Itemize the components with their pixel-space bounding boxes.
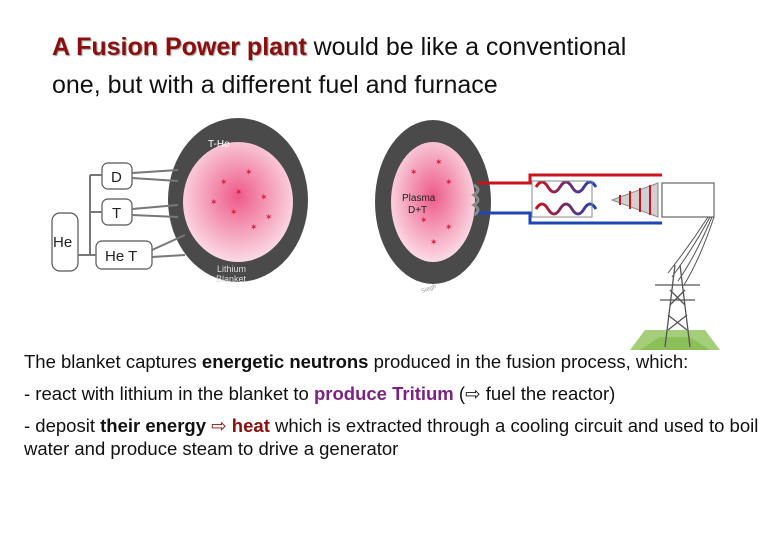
svg-text:✶: ✶ — [445, 223, 453, 233]
svg-text:✶: ✶ — [210, 198, 218, 208]
svg-text:✶: ✶ — [410, 168, 418, 178]
svg-text:✶: ✶ — [230, 208, 238, 218]
label-blanket: Blanket — [216, 274, 247, 284]
svg-text:He T: He T — [105, 248, 137, 265]
svg-text:He: He — [53, 234, 72, 251]
explanation-text: The blanket captures energetic neutrons … — [24, 350, 764, 469]
svg-text:T: T — [112, 205, 121, 222]
pylon — [630, 264, 720, 350]
fuel-box-t: T — [101, 198, 133, 226]
label-t-he: T-He — [208, 139, 230, 150]
right-arrow-icon: ⇨ — [465, 383, 481, 404]
fusion-plant-diagram: T-He Lithium Blanket Plasma D+T ✶✶✶ ✶✶✶ … — [50, 105, 735, 350]
svg-text:✶: ✶ — [435, 158, 443, 168]
svg-text:✶: ✶ — [220, 178, 228, 188]
neutron-markers: ✶✶✶ ✶✶✶ ✶✶ ✶✶✶ ✶✶✶ — [210, 158, 453, 248]
title-line2: one, but with a different fuel and furna… — [52, 71, 498, 99]
right-blanket: Plasma D+T — [375, 120, 491, 284]
svg-text:✶: ✶ — [430, 238, 438, 248]
paragraph-blanket: The blanket captures energetic neutrons … — [24, 351, 689, 372]
cooling-circuit — [471, 173, 715, 225]
right-arrow-icon: ⇨ — [211, 415, 227, 436]
fuel-lines — [78, 169, 186, 258]
svg-text:✶: ✶ — [235, 188, 243, 198]
title-highlight: A Fusion Power plant — [52, 33, 307, 61]
svg-text:✶: ✶ — [265, 213, 273, 223]
slide-title: A Fusion Power plant would be like a con… — [52, 28, 762, 104]
left-blanket: T-He Lithium Blanket — [168, 118, 308, 284]
label-plasma: Plasma — [402, 193, 436, 204]
exhaust-box-he: He — [51, 212, 79, 272]
svg-text:✶: ✶ — [260, 193, 268, 203]
fuel-box-d: D — [101, 162, 133, 190]
svg-text:D: D — [111, 169, 122, 186]
title-rest: would be like a conventional — [306, 33, 627, 61]
label-plasma-dt: D+T — [408, 205, 427, 216]
diagram-svg: T-He Lithium Blanket Plasma D+T ✶✶✶ ✶✶✶ … — [51, 118, 720, 350]
svg-text:✶: ✶ — [250, 223, 258, 233]
label-lithium: Lithium — [217, 264, 246, 274]
fuel-box-he-t: He T — [95, 240, 153, 270]
power-lines — [667, 216, 715, 286]
paragraph-heat: - deposit their energy ⇨ heat which is e… — [24, 415, 759, 459]
svg-text:✶: ✶ — [245, 168, 253, 178]
svg-text:✶: ✶ — [445, 178, 453, 188]
paragraph-tritium: - react with lithium in the blanket to p… — [24, 383, 616, 404]
svg-text:✶: ✶ — [420, 216, 428, 226]
image-watermark: Siegfr — [421, 284, 438, 295]
